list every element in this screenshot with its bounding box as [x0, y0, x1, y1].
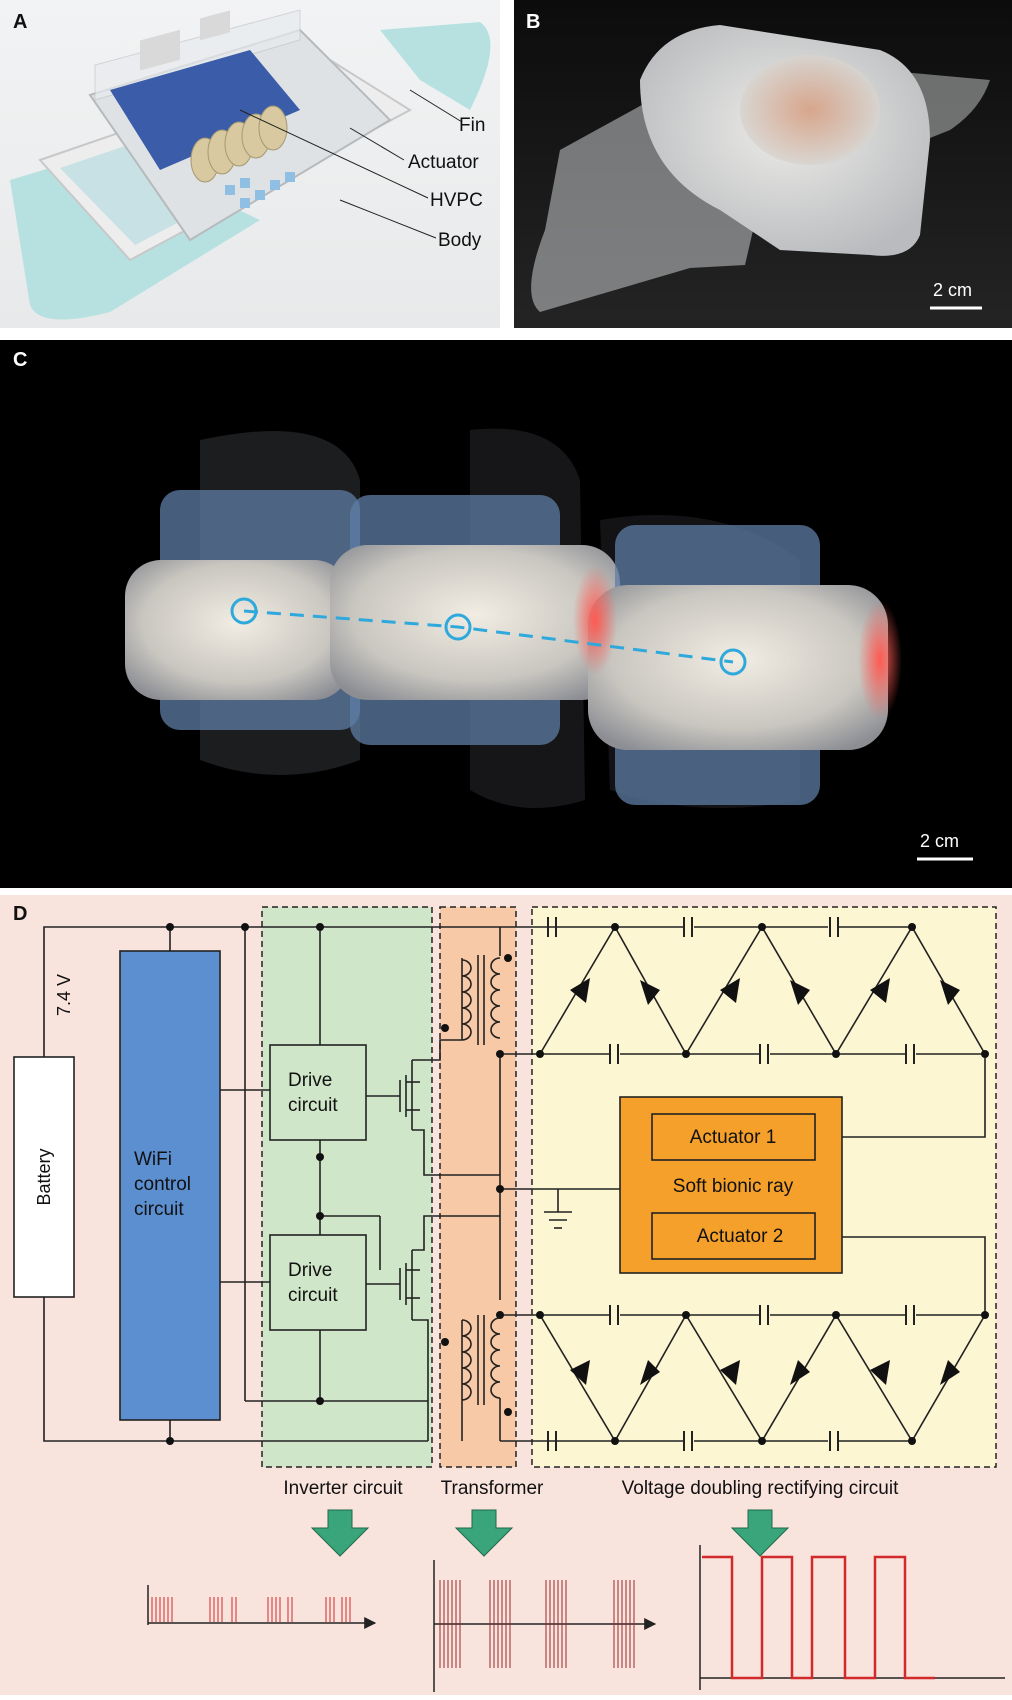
- panel-b: B 2 cm: [514, 0, 1012, 328]
- label-actuator: Actuator: [408, 152, 479, 173]
- panel-c-letter: C: [13, 349, 27, 371]
- actuator-1-box: [651, 1113, 816, 1161]
- drive-circuit-2: [269, 1234, 367, 1331]
- hvpc-board: [110, 50, 300, 170]
- trajectory-line: [243, 609, 734, 664]
- scale-label-b: 2 cm: [933, 280, 972, 300]
- inverter-region: [261, 906, 433, 1468]
- marker-2: [444, 613, 472, 641]
- panel-a: A Fin Actuator HVPC Body: [0, 0, 500, 328]
- chip-2: [200, 10, 230, 41]
- leader-fin: [409, 89, 463, 123]
- leader-body: [339, 199, 437, 239]
- battery-box: [13, 1056, 75, 1298]
- transformer-windings: [461, 955, 501, 1405]
- wifi-label-line2: control: [134, 1174, 191, 1195]
- segment-2: [330, 545, 620, 700]
- actuator-2-label: Actuator 2: [697, 1226, 784, 1247]
- inverter-label: Inverter circuit: [283, 1478, 403, 1499]
- battery-label: Battery: [34, 1148, 54, 1205]
- junction-dots: [166, 923, 989, 1445]
- panel-d-letter: D: [13, 903, 27, 925]
- label-body: Body: [438, 230, 482, 251]
- waveform-transformer: [433, 1560, 657, 1692]
- led-glow-1: [573, 565, 617, 675]
- leader-actuator: [349, 127, 405, 161]
- soft-bionic-ray-label: Soft bionic ray: [673, 1176, 794, 1197]
- chip-1: [140, 29, 180, 71]
- panel-b-letter: B: [526, 11, 540, 33]
- capacitors: [225, 172, 295, 208]
- down-arrows: [310, 1509, 790, 1557]
- panel-d: Battery 7.4 V WiFi control circuit Drive…: [0, 895, 1012, 1695]
- segment-3: [588, 585, 888, 750]
- panel-a-letter: A: [13, 11, 27, 33]
- voltage-label: 7.4 V: [54, 974, 74, 1016]
- waveform-inverter-pulses: [151, 1597, 351, 1622]
- rectifier-label: Voltage doubling rectifying circuit: [622, 1478, 899, 1499]
- capacitors-d: [547, 917, 915, 1451]
- diodes: [570, 978, 960, 1385]
- leader-hvpc: [239, 109, 429, 199]
- scale-label-c: 2 cm: [920, 831, 959, 851]
- actuator-1-label: Actuator 1: [690, 1127, 777, 1148]
- fin-right: [380, 22, 491, 110]
- panel-c: C 2 cm: [0, 340, 1012, 888]
- actuator-2-box: [651, 1212, 816, 1260]
- coil-glimpse: [740, 55, 880, 165]
- drive2-line1: Drive: [288, 1260, 332, 1281]
- drive2-line2: circuit: [288, 1285, 338, 1306]
- square-wave: [702, 1555, 935, 1680]
- marker-1: [230, 597, 258, 625]
- label-fin: Fin: [459, 115, 485, 136]
- waveform-transformer-pulses: [439, 1580, 635, 1668]
- segment-1: [125, 560, 350, 700]
- transformer-coils: [190, 105, 288, 183]
- waveform-output: [699, 1545, 1005, 1690]
- led-glow-2: [858, 600, 902, 720]
- marker-3: [719, 648, 747, 676]
- waveform-inverter: [147, 1585, 377, 1629]
- mosfets: [399, 1075, 420, 1305]
- drive-circuit-1: [269, 1044, 367, 1141]
- label-hvpc: HVPC: [430, 190, 483, 211]
- wifi-control-box: [119, 950, 221, 1421]
- wifi-label-line1: WiFi: [134, 1149, 172, 1170]
- drive1-line2: circuit: [288, 1095, 338, 1116]
- wifi-label-line3: circuit: [134, 1199, 184, 1220]
- drive1-line1: Drive: [288, 1070, 332, 1091]
- transformer-label: Transformer: [441, 1478, 544, 1499]
